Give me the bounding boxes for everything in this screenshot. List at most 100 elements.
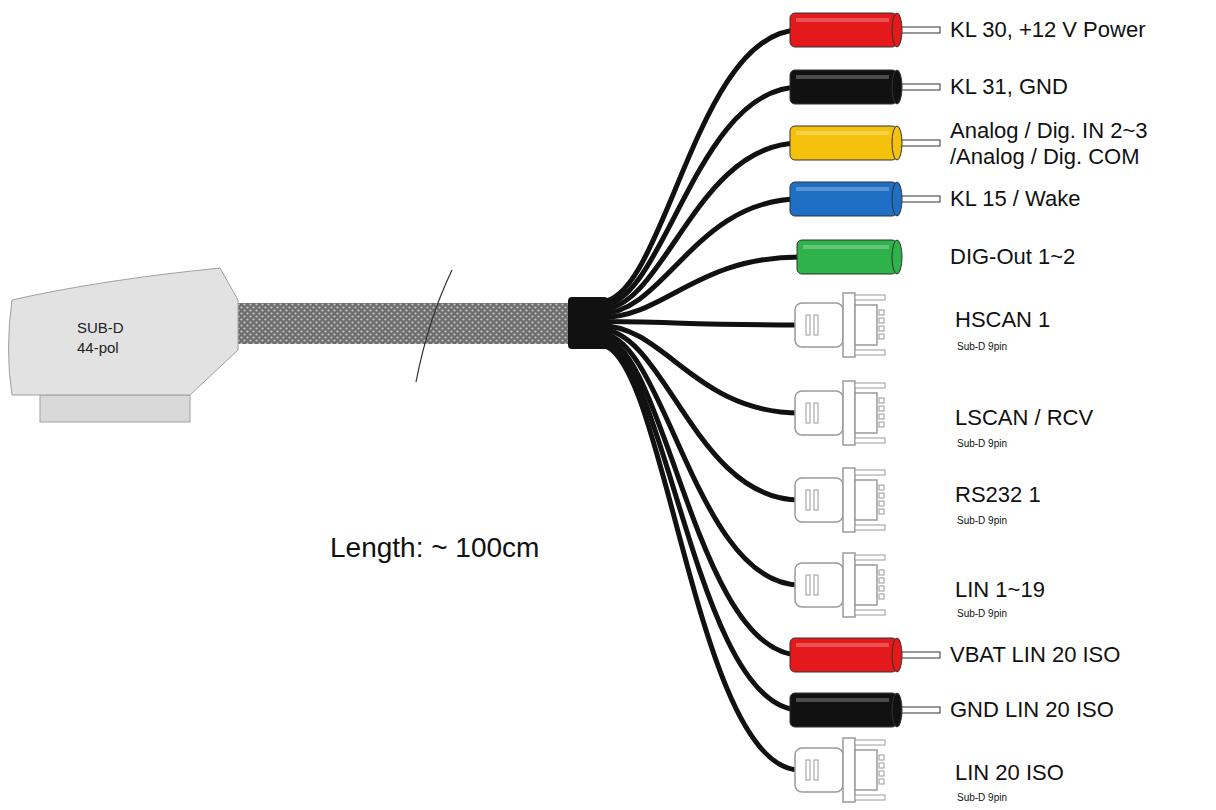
signal-label: LIN 20 ISO <box>955 760 1064 786</box>
plug-shine <box>803 245 889 249</box>
braided-cable <box>236 303 572 344</box>
subd-screw <box>855 740 885 745</box>
subd-screw <box>855 438 885 443</box>
subd-hood <box>795 563 843 607</box>
subd-pin <box>879 586 884 591</box>
housing-outline <box>5 262 245 427</box>
plug-shine <box>796 75 889 79</box>
subd-slot <box>806 315 810 335</box>
signal-label: RS232 1 <box>955 482 1041 508</box>
subd-flange <box>843 553 855 617</box>
subd-pin <box>879 509 884 514</box>
plug-shine <box>796 698 889 702</box>
subd-hood <box>795 478 843 522</box>
plug-end <box>892 13 902 47</box>
subd-hood <box>795 303 843 347</box>
subd-pin <box>879 779 884 784</box>
plug-body <box>790 70 897 104</box>
banana-plug <box>790 182 940 216</box>
plug-body <box>790 638 897 672</box>
plug-end <box>892 240 902 274</box>
subd-flange <box>843 293 855 357</box>
subd-slot <box>814 760 818 780</box>
subd-9pin-connector <box>795 468 885 532</box>
subd-pin <box>879 485 884 490</box>
banana-plug <box>790 126 940 160</box>
subd-screw <box>855 525 885 530</box>
subd-shell <box>855 305 877 345</box>
plug-body <box>797 240 897 274</box>
subd-screw <box>855 555 885 560</box>
connector-type-label: Sub-D 9pin <box>957 438 1007 450</box>
wire-group <box>600 30 800 770</box>
connector-housing: SUB-D 44-pol <box>5 262 245 427</box>
signal-label: DIG-Out 1~2 <box>950 244 1075 270</box>
banana-plug <box>790 693 940 727</box>
subd-screw <box>855 295 885 300</box>
signal-label: VBAT LIN 20 ISO <box>950 642 1120 668</box>
wire <box>600 87 800 306</box>
signal-label: GND LIN 20 ISO <box>950 697 1114 723</box>
connector-type-label: Sub-D 9pin <box>957 341 1007 353</box>
length-label: Length: ~ 100cm <box>330 531 539 565</box>
subd-slot <box>814 575 818 595</box>
subd-9pin-connector <box>795 293 885 357</box>
subd-screw <box>855 795 885 800</box>
signal-label: KL 30, +12 V Power <box>950 17 1145 43</box>
subd-pin <box>879 493 884 498</box>
plug-shine <box>796 18 889 22</box>
plug-end <box>892 638 902 672</box>
subd-pin <box>879 414 884 419</box>
subd-hood <box>795 748 843 792</box>
wire <box>600 341 800 710</box>
subd-shell <box>855 565 877 605</box>
subd-slot <box>806 403 810 423</box>
plug-end <box>892 126 902 160</box>
wire <box>600 143 800 310</box>
banana-plug <box>797 240 902 274</box>
subd-screw <box>855 350 885 355</box>
subd-9pin-connector <box>795 553 885 617</box>
connector-type-label: Sub-D 9pin <box>957 608 1007 620</box>
subd-pin <box>879 501 884 506</box>
subd-9pin-connector <box>795 738 885 802</box>
connector-type-label: Sub-D 9pin <box>957 515 1007 527</box>
signal-label: LSCAN / RCV <box>955 405 1093 431</box>
wire <box>600 345 800 770</box>
wire <box>600 257 800 318</box>
plug-end <box>892 693 902 727</box>
subd-shell <box>855 750 877 790</box>
housing-tab <box>40 395 190 422</box>
housing-label: SUB-D 44-pol <box>77 318 139 357</box>
subd-screw <box>855 470 885 475</box>
subd-pin <box>879 326 884 331</box>
subd-slot <box>814 315 818 335</box>
connector-type-label: Sub-D 9pin <box>957 792 1007 804</box>
plug-body <box>790 13 897 47</box>
subd-slot <box>806 575 810 595</box>
plug-end <box>892 182 902 216</box>
subd-pin <box>879 594 884 599</box>
signal-label: LIN 1~19 <box>955 577 1045 603</box>
plug-body <box>790 693 897 727</box>
signal-label: KL 31, GND <box>950 74 1068 100</box>
subd-pin <box>879 398 884 403</box>
subd-hood <box>795 391 843 435</box>
subd-pin <box>879 771 884 776</box>
break-mark <box>416 270 452 382</box>
banana-plug <box>790 13 940 47</box>
subd-flange <box>843 381 855 445</box>
subd-screw <box>855 610 885 615</box>
subd-shell <box>855 480 877 520</box>
subd-slot <box>806 760 810 780</box>
plug-body <box>790 126 897 160</box>
plug-end <box>892 70 902 104</box>
subd-pin <box>879 570 884 575</box>
subd-pin <box>879 763 884 768</box>
subd-pin <box>879 755 884 760</box>
subd-shell <box>855 393 877 433</box>
subd-pin <box>879 318 884 323</box>
plug-body <box>790 182 897 216</box>
subd-slot <box>814 490 818 510</box>
subd-pin <box>879 334 884 339</box>
